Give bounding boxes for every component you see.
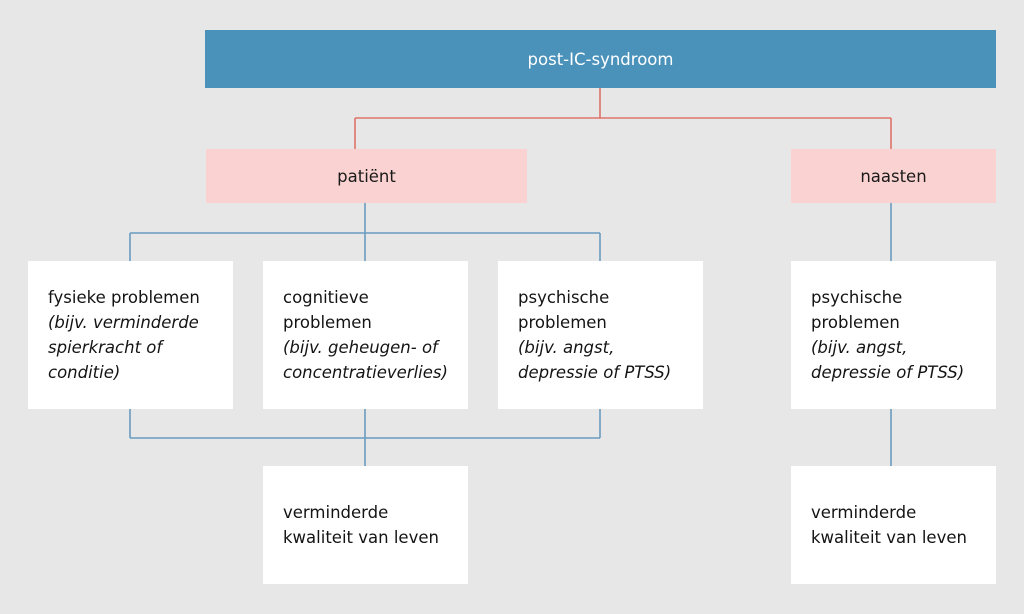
outcome-line-2: kwaliteit van leven (811, 528, 967, 547)
leaf-title-line-2: problemen (283, 312, 372, 332)
outcome-line-2: kwaliteit van leven (283, 528, 439, 547)
leaf-note-line-1: (bijv. angst, (518, 338, 615, 357)
leaf-note-line-1: (bijv. angst, (811, 338, 908, 357)
leaf-note-line-1: (bijv. geheugen- of (283, 338, 438, 357)
root-node-label: post-IC-syndroom (527, 49, 674, 69)
leaf-note-line-2: concentratieverlies) (283, 363, 448, 383)
group-node-naasten-label: naasten (860, 166, 927, 186)
leaf-note-line-2: depressie of PTSS) (811, 363, 965, 383)
root-node-post-ic-syndroom[interactable]: post-IC-syndroom (205, 30, 996, 88)
leaf-note-line-2: spierkracht of (48, 338, 163, 357)
leaf-note-line-3: conditie) (48, 363, 121, 383)
connector-root-to-groups (354, 88, 892, 149)
outcome-node-patient-kwaliteit-van-leven[interactable]: verminderde kwaliteit van leven (263, 466, 468, 584)
leaf-title: fysieke problemen (48, 287, 200, 307)
group-node-patient-label: patiënt (337, 166, 396, 186)
connector-patient-to-problems (129, 203, 601, 261)
leaf-node-fysieke-problemen[interactable]: fysieke problemen (bijv. verminderde spi… (28, 261, 233, 409)
leaf-node-cognitieve-problemen[interactable]: cognitieve problemen (bijv. geheugen- of… (263, 261, 468, 409)
leaf-title-line-2: problemen (518, 312, 607, 332)
leaf-node-psychische-problemen-patient[interactable]: psychische problemen (bijv. angst, depre… (498, 261, 703, 409)
leaf-title-line-1: cognitieve (283, 287, 369, 307)
group-node-naasten[interactable]: naasten (791, 149, 996, 203)
leaf-title-line-1: psychische (518, 287, 610, 307)
outcome-line-1: verminderde (811, 502, 917, 522)
leaf-title-line-1: psychische (811, 287, 903, 307)
group-node-patient[interactable]: patiënt (206, 149, 527, 203)
leaf-title-line-2: problemen (811, 312, 900, 332)
leaf-node-psychische-problemen-naasten[interactable]: psychische problemen (bijv. angst, depre… (791, 261, 996, 409)
outcome-node-naasten-kwaliteit-van-leven[interactable]: verminderde kwaliteit van leven (791, 466, 996, 584)
connector-problems-to-outcome (129, 409, 601, 466)
leaf-note-line-2: depressie of PTSS) (518, 363, 672, 383)
leaf-note-line-1: (bijv. verminderde (48, 312, 199, 332)
outcome-line-1: verminderde (283, 502, 389, 522)
